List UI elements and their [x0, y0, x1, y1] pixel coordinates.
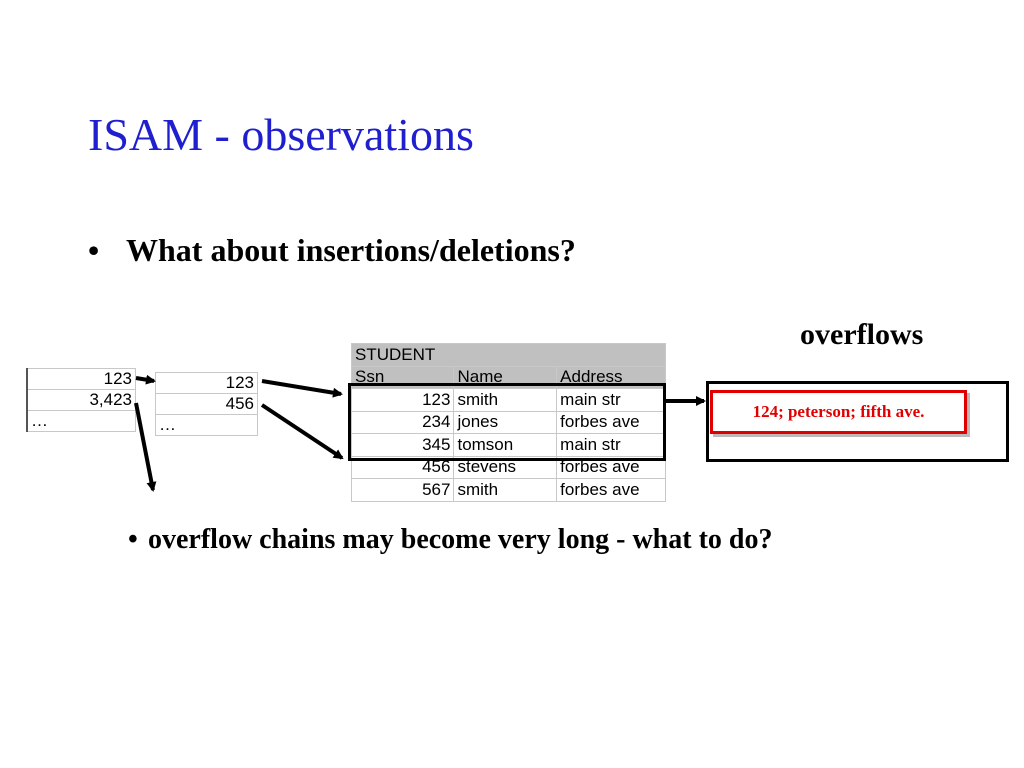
sub-bullet: • overflow chains may become very long - … [128, 524, 772, 556]
index-root-table: 123 3,423 … [26, 368, 136, 432]
arrow-root-down [134, 402, 157, 492]
address-cell: forbes ave [556, 410, 666, 434]
slide-title: ISAM - observations [88, 109, 474, 160]
data-page-box [348, 383, 666, 461]
student-table: STUDENT Ssn Name Address 123 smith main … [350, 343, 666, 502]
table-row: 345 tomson main str [350, 433, 666, 457]
main-bullet: • What about insertions/deletions? [88, 232, 576, 269]
overflow-record: 124; peterson; fifth ave. [710, 390, 967, 434]
ssn-cell: 567 [350, 478, 455, 502]
address-cell: forbes ave [556, 455, 666, 479]
table-caption-row: STUDENT [351, 343, 666, 367]
index-root-cell: … [26, 410, 136, 432]
arrow-root-to-level2 [135, 374, 156, 385]
table-row: … [155, 414, 258, 436]
ssn-cell: 456 [350, 455, 455, 479]
arrow-level2-to-page1 [261, 379, 343, 398]
index-level2-table: 123 456 … [155, 372, 258, 436]
table-row: 234 jones forbes ave [350, 410, 666, 434]
ssn-cell: 345 [350, 433, 455, 457]
table-row: 456 stevens forbes ave [350, 455, 666, 479]
overflows-label: overflows [800, 318, 924, 351]
table-row: 567 smith forbes ave [350, 478, 666, 502]
main-bullet-text: What about insertions/deletions? [126, 232, 576, 268]
overflow-page-box [706, 381, 1009, 462]
ssn-cell: 234 [350, 410, 455, 434]
bullet-glyph: • [88, 232, 100, 268]
name-cell: smith [453, 478, 558, 502]
sub-bullet-glyph: • [128, 524, 138, 555]
table-row: … [26, 410, 136, 432]
sub-bullet-text: overflow chains may become very long - w… [148, 524, 773, 555]
address-cell: main str [556, 433, 666, 457]
address-cell: main str [556, 388, 666, 412]
arrow-level2-to-page2 [260, 403, 344, 460]
address-cell: forbes ave [556, 478, 666, 502]
name-cell: stevens [453, 455, 558, 479]
table-caption: STUDENT [351, 343, 666, 367]
index-level2-cell: … [155, 414, 258, 436]
